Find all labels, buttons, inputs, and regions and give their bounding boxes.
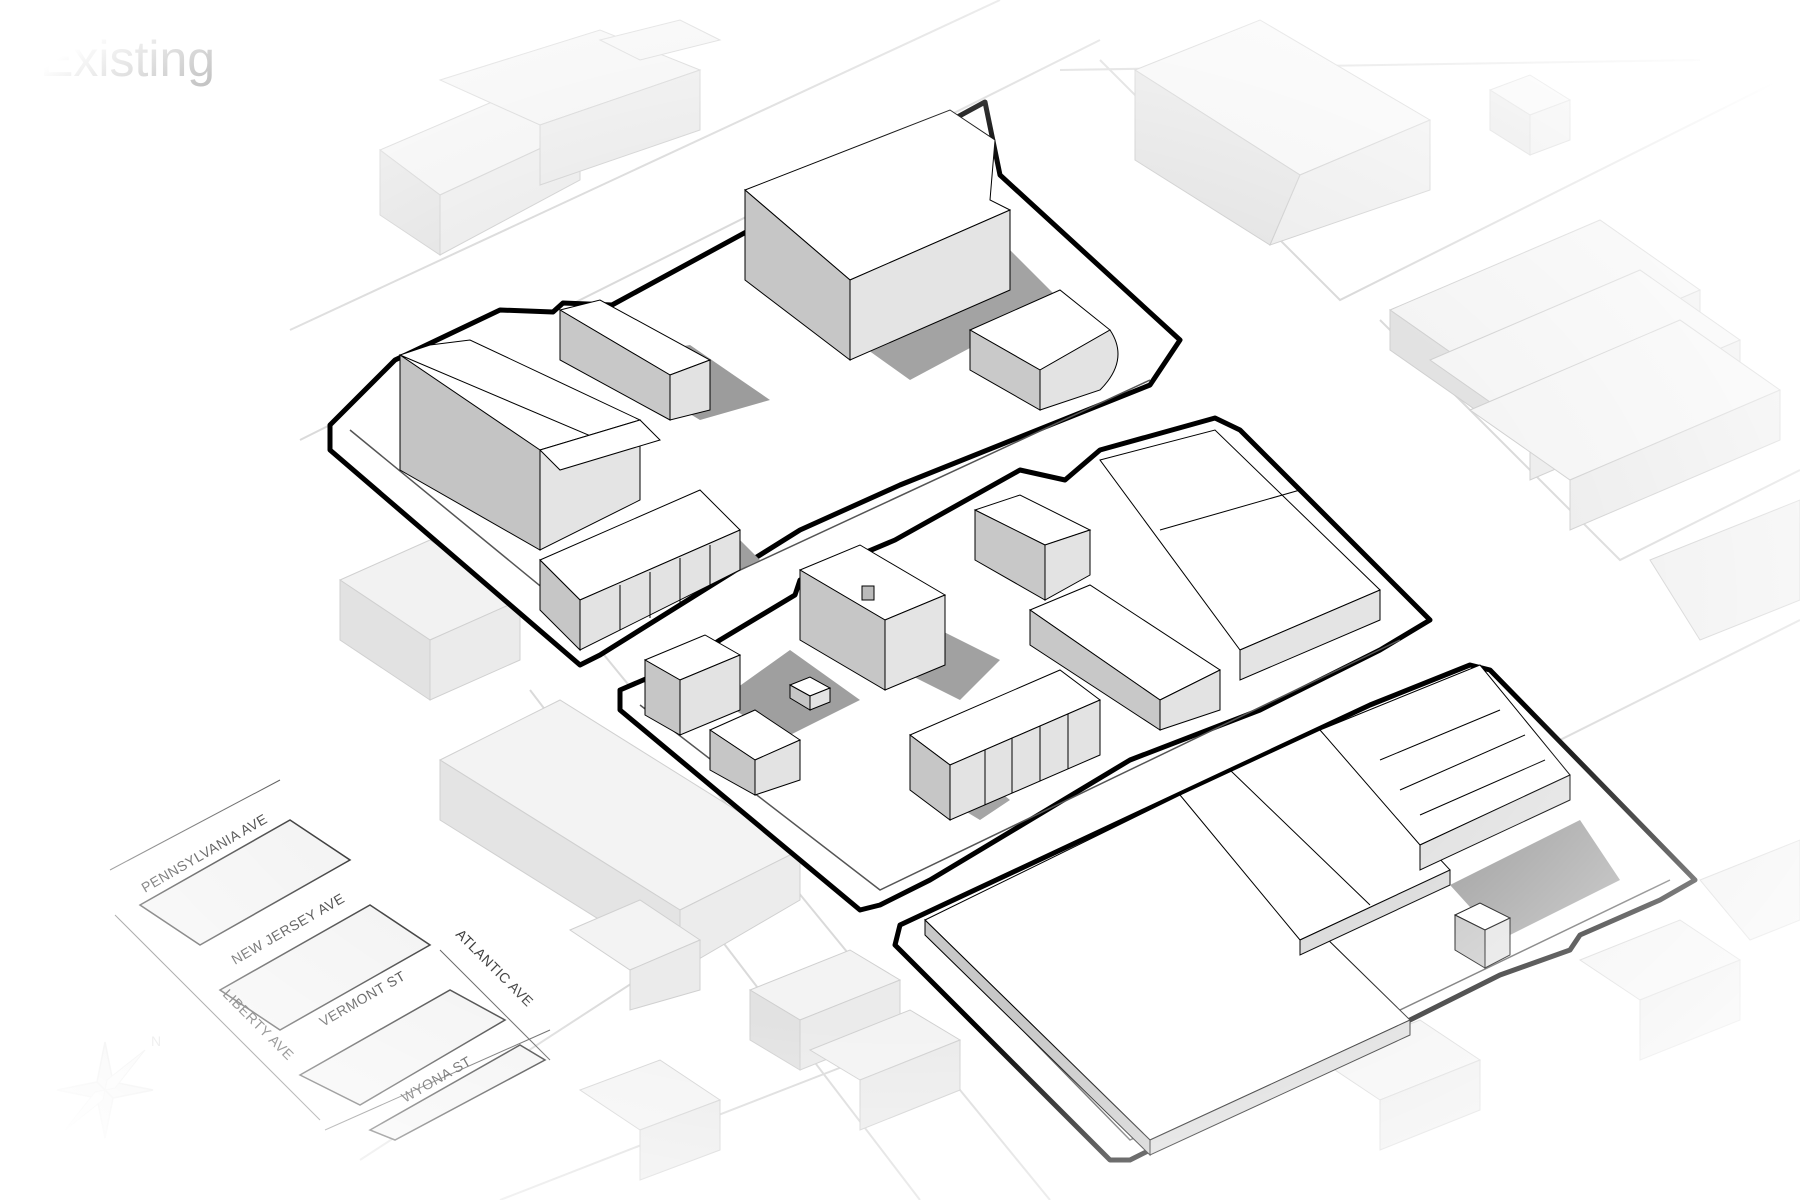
compass-rose-icon: N [56, 1033, 161, 1139]
compass-north-label: N [151, 1033, 161, 1049]
street-label-atlantic: ATLANTIC AVE [453, 926, 537, 1010]
key-block-1 [138, 819, 352, 946]
